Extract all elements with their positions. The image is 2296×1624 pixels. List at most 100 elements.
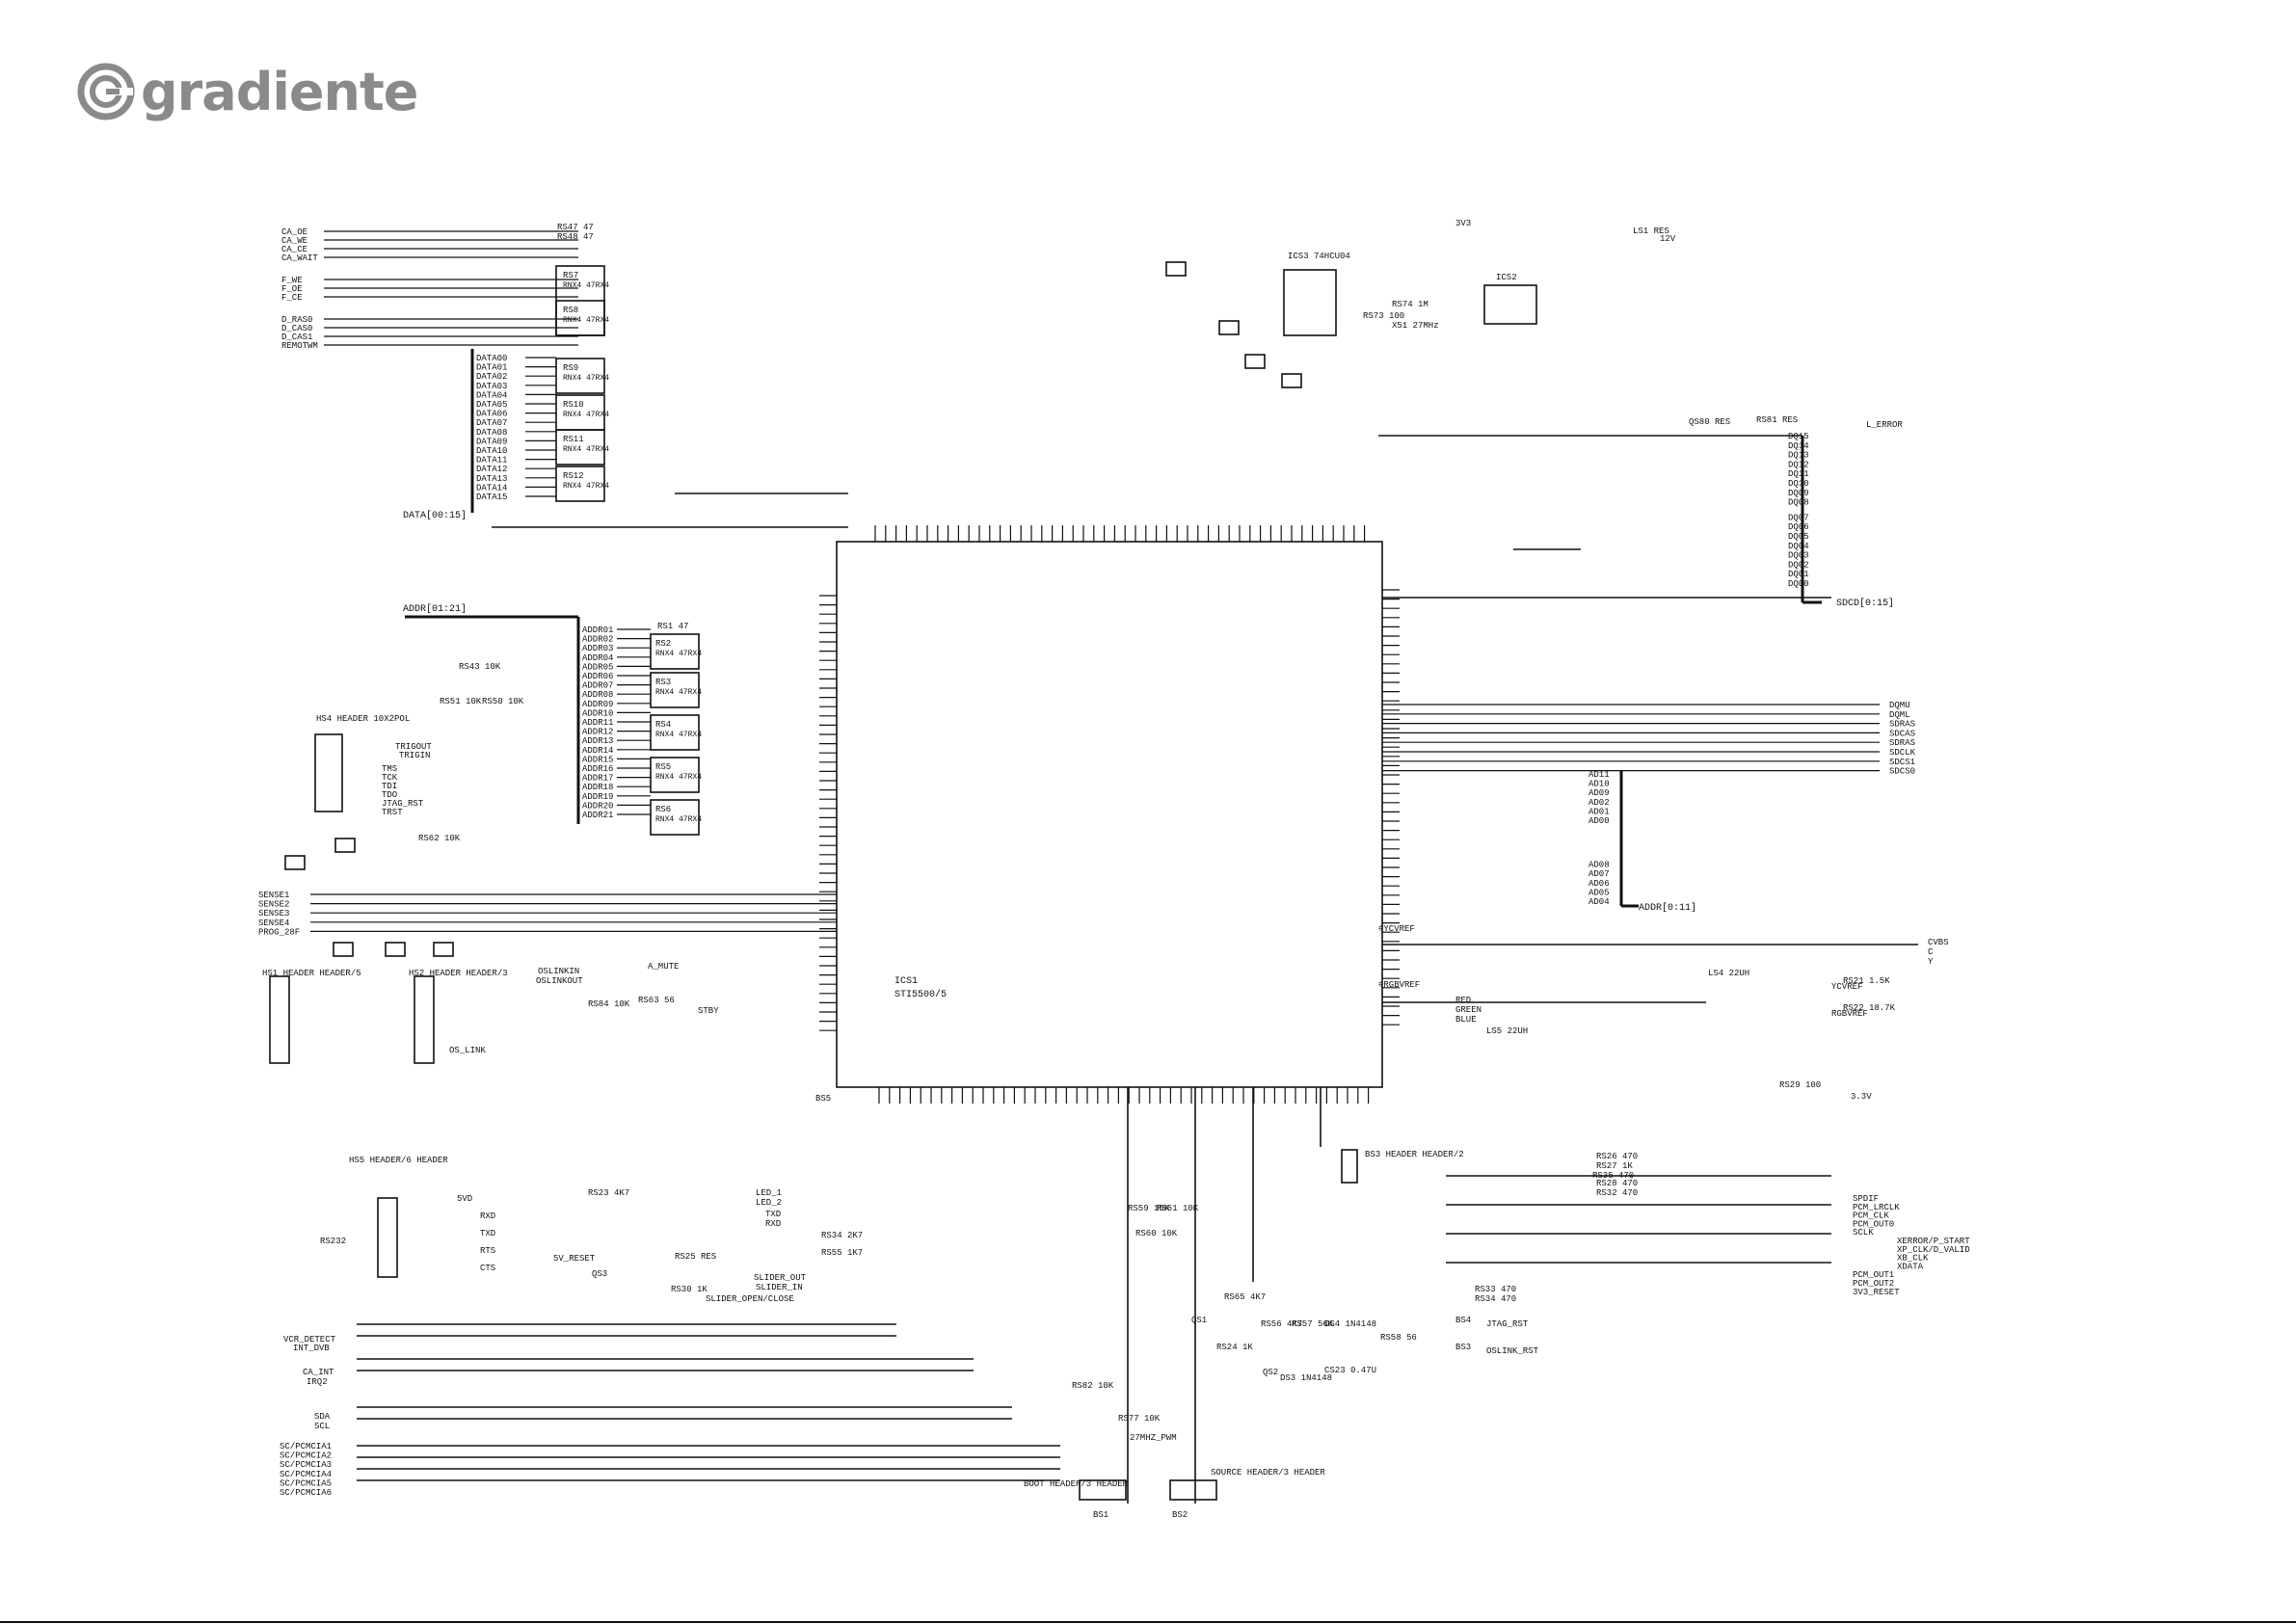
resistor-array-ref: RS11 (563, 435, 584, 444)
sensor-label: SENSE3 (258, 909, 289, 918)
sd-data-net-label: DQ02 (1788, 560, 1809, 570)
misc-label-rs35: RS35 470 (1592, 1171, 1634, 1181)
misc-label-rs34: RS34 470 (1475, 1294, 1516, 1304)
resistor-array-value: RNX4 47RX4 (655, 731, 702, 739)
resistor-array-value: RNX4 47RX4 (563, 482, 609, 491)
addr-net-label: ADDR11 (582, 718, 613, 728)
addr-net-label: ADDR17 (582, 774, 613, 784)
misc-label-pwm: 27MHZ_PWM (1130, 1433, 1177, 1443)
misc-label-y: Y (1928, 957, 1934, 967)
misc-label-rgbvref: RGBVREF (1831, 1009, 1868, 1019)
sd-data-net-label: DQ11 (1788, 469, 1809, 479)
jtag-label: JTAG_RST (382, 799, 424, 809)
audio-signal-label: XB_CLK (1897, 1254, 1929, 1264)
misc-label-qs80: QS80 RES (1689, 417, 1730, 427)
data-net-label: DATA10 (476, 446, 507, 456)
misc-label-rs29: RS29 100 (1779, 1080, 1821, 1090)
misc-label-rs22: RS22 18.7K (1843, 1003, 1896, 1013)
misc-label-vcr_detect: VCR_DETECT (283, 1335, 336, 1344)
misc-label-rs74: RS74 1M (1392, 300, 1428, 309)
sdram-signal-label: DQML (1889, 710, 1910, 720)
misc-label-rs34b: RS34 2K7 (821, 1231, 863, 1240)
misc-label-txd: TXD (765, 1210, 781, 1219)
misc-label-irq2: IRQ2 (307, 1377, 328, 1387)
misc-label-c: C (1928, 947, 1934, 957)
misc-label-rs47: RS47 47 (557, 223, 594, 232)
sd-data-net-label: DQ10 (1788, 479, 1809, 489)
sdram-signal-label: SDCAS (1889, 729, 1915, 738)
rs232-pin-label: TXD (480, 1229, 495, 1238)
addr-net-label: ADDR05 (582, 662, 613, 672)
audio-signal-label: PCM_OUT0 (1853, 1219, 1894, 1229)
addr-net-label: ADDR18 (582, 783, 613, 792)
misc-label-v33b: 3.3V (1851, 1092, 1872, 1102)
ca-bus-label: SC/PCMCIA2 (280, 1451, 332, 1461)
misc-label-bs3: BS3 (1455, 1343, 1471, 1352)
addr-net-label: ADDR21 (582, 811, 613, 820)
addr-net-label: ADDR20 (582, 801, 613, 811)
misc-label-jtag_rst: JTAG_RST (1486, 1319, 1529, 1329)
misc-label-rs24: RS24 1K (1216, 1343, 1253, 1352)
misc-label-v12: 12V (1660, 234, 1676, 244)
data-net-label: DATA05 (476, 400, 507, 410)
data-net-label: DATA02 (476, 372, 507, 382)
sd-addr-net-label: AD01 (1589, 807, 1610, 816)
sd-data-bus-label: SDCD[0:15] (1836, 598, 1894, 609)
misc-label-qs1: QS1 (1191, 1316, 1207, 1325)
resistor-array-value: RNX4 47RX4 (563, 411, 609, 419)
audio-signal-label: XERROR/P_START (1897, 1237, 1970, 1246)
audio-signal-label: PCM_OUT2 (1853, 1279, 1894, 1289)
data-net-label: DATA13 (476, 474, 507, 484)
sdram-signal-label: SDCS0 (1889, 767, 1915, 777)
resistor-array-ref: RS12 (563, 471, 584, 481)
audio-signal-label: SPDIF (1853, 1194, 1879, 1204)
misc-label-rgbref: #RGBVREF (1378, 980, 1420, 990)
left-signal-label: REMOTWM (281, 341, 318, 351)
left-signal-label: CA_WAIT (281, 253, 318, 263)
sensor-label: SENSE1 (258, 891, 289, 900)
misc-label-rs56: RS56 4K7 (1261, 1319, 1302, 1329)
data-net-label: DATA11 (476, 456, 507, 466)
misc-label-source: SOURCE HEADER/3 HEADER (1211, 1468, 1325, 1478)
misc-label-trigout: TRIGOUT (395, 742, 432, 752)
left-signal-label: CA_WE (281, 236, 307, 246)
misc-label-rs28: RS28 470 (1596, 1179, 1638, 1188)
misc-label-slider_oc: SLIDER_OPEN/CLOSE (706, 1294, 794, 1304)
misc-label-rs27: RS27 1K (1596, 1161, 1633, 1171)
sd-addr-net-label: AD07 (1589, 869, 1610, 879)
sd-data-net-label: DQ09 (1788, 489, 1809, 498)
data-net-label: DATA01 (476, 363, 507, 373)
misc-label-slider_out: SLIDER_OUT (754, 1273, 807, 1283)
data-net-label: DATA00 (476, 354, 507, 363)
left-signal-label: F_OE (281, 284, 303, 294)
data-net-label: DATA04 (476, 390, 507, 400)
resistor-array-ref: RS2 (655, 639, 671, 649)
misc-label-cvbs: CVBS (1928, 938, 1949, 947)
misc-label-rs23: RS23 4K7 (588, 1188, 629, 1198)
resistor-array-value: RNX4 47RX4 (563, 374, 609, 383)
sdram-signal-label: SDRAS (1889, 738, 1915, 748)
misc-label-bs5: BS5 (815, 1094, 831, 1104)
addr-net-label: ADDR09 (582, 700, 613, 709)
misc-label-rs1: RS1 47 (657, 622, 688, 631)
misc-label-v5reset: 5V_RESET (553, 1254, 596, 1264)
main-ic-body (836, 541, 1383, 1088)
misc-label-rs57: RS57 56K (1292, 1319, 1334, 1329)
misc-label-cs23: CS23 0.47U (1324, 1366, 1376, 1375)
sensor-label: SENSE4 (258, 918, 289, 928)
sd-data-net-label: DQ07 (1788, 513, 1809, 522)
data-bus-label: DATA[00:15] (403, 510, 467, 521)
jtag-label: TRST (382, 808, 403, 817)
misc-label-os_link: OS_LINK (449, 1046, 486, 1055)
data-net-label: DATA07 (476, 418, 507, 428)
audio-signal-label: PCM_CLK (1853, 1211, 1889, 1221)
misc-label-ics2: ICS2 (1496, 273, 1517, 282)
resistor-array-value: RNX4 47RX4 (563, 445, 609, 454)
misc-label-rs81: RS81 RES (1756, 415, 1798, 425)
misc-label-led2: LED_2 (756, 1198, 782, 1208)
addr-net-label: ADDR19 (582, 792, 613, 802)
ic-ref: ICS1 (894, 976, 918, 987)
left-signal-label: CA_CE (281, 245, 307, 254)
misc-label-boot: BOOT HEADER/3 HEADER (1024, 1479, 1129, 1489)
